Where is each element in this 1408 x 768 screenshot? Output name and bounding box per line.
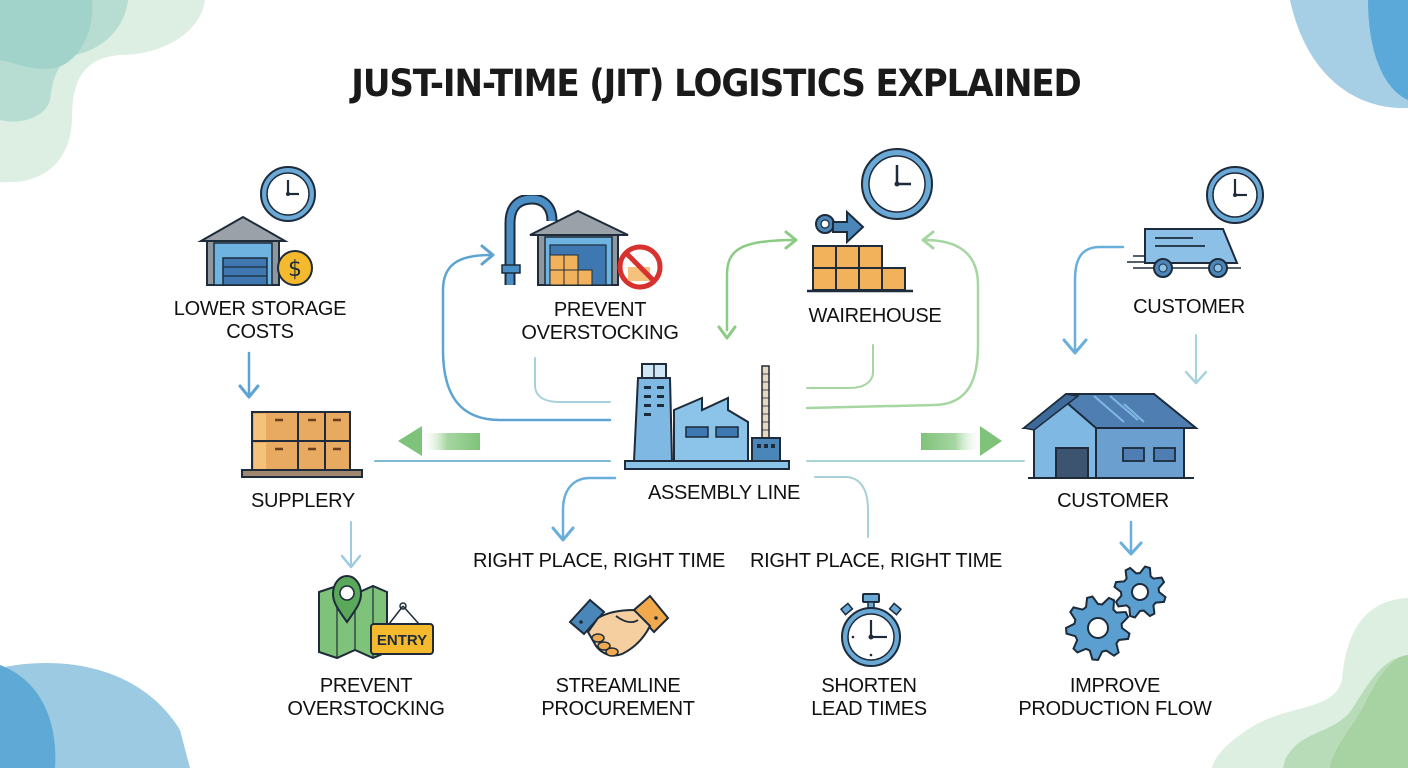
gear-large	[1064, 595, 1131, 662]
handshake-icon	[568, 594, 670, 657]
arrow-warehouse-two-way	[717, 230, 798, 340]
arrow-truck-to-house	[1062, 245, 1125, 355]
arrow-assembly-down-left	[551, 476, 617, 542]
label-prevent-overstocking-top: PREVENT OVERSTOCKING	[521, 299, 679, 344]
label-right-place-right: RIGHT PLACE, RIGHT TIME	[749, 550, 1003, 572]
gear-small	[1113, 565, 1167, 619]
label-assembly-line: ASSEMBLY LINE	[647, 482, 801, 504]
gears-icon	[1064, 565, 1167, 662]
arrow-customer-to-gears	[1119, 520, 1143, 556]
no-entry-icon	[617, 244, 663, 290]
label-customer-truck: CUSTOMER	[1133, 296, 1245, 318]
corner-blob-bottom-left	[0, 663, 190, 768]
label-warehouse: WAIREHOUSE	[808, 305, 942, 327]
entry-sign: ENTRY	[370, 602, 434, 655]
svg-text:$: $	[288, 257, 302, 282]
clock-icon	[1206, 166, 1264, 224]
factory-icon	[624, 363, 790, 470]
dollar-coin-icon: $	[277, 250, 313, 286]
green-arrow-right	[921, 426, 1002, 456]
customer-truck-icon-group	[1127, 166, 1264, 278]
green-arrow-left	[398, 426, 480, 456]
arrow-storage-to-supplier	[238, 351, 260, 399]
label-prevent-overstocking-bottom: PREVENT OVERSTOCKING	[287, 675, 445, 720]
stopwatch-icon	[839, 593, 903, 667]
label-customer-house: CUSTOMER	[1057, 490, 1169, 512]
garage-icon	[197, 215, 289, 286]
lower-storage-costs-icon-group: $	[197, 166, 316, 286]
corner-blob-top-right	[1290, 0, 1408, 109]
arrow-supplier-down	[340, 521, 362, 569]
label-lower-storage-costs: LOWER STORAGE COSTS	[173, 298, 347, 343]
label-shorten-lead-times: SHORTEN LEAD TIMES	[811, 675, 927, 720]
arrow-assembly-to-warehouse	[805, 230, 980, 410]
line-warehouse-to-assembly	[806, 344, 874, 389]
delivery-truck-icon	[1127, 228, 1241, 278]
map-pin-icon: ENTRY	[318, 574, 434, 660]
pallet-boxes-icon	[241, 411, 363, 478]
house-icon	[1021, 393, 1199, 479]
warehouse-icon-group	[807, 148, 933, 293]
warehouse-icon	[529, 209, 629, 286]
svg-text:ENTRY: ENTRY	[377, 632, 427, 649]
arrow-key-icon	[815, 209, 865, 245]
label-right-place-left: RIGHT PLACE, RIGHT TIME	[472, 550, 726, 572]
gear-hole	[1131, 583, 1149, 601]
label-improve-production-flow: IMPROVE PRODUCTION FLOW	[1018, 675, 1212, 720]
page-title: JUST-IN-TIME (JIT) LOGISTICS EXPLAINED	[351, 62, 1082, 105]
line-overstocking-to-assembly	[534, 357, 611, 403]
gear-hole	[1087, 617, 1109, 639]
label-supplery: SUPPLERY	[251, 490, 355, 512]
corner-blob-bottom-right	[1212, 598, 1408, 768]
arrow-assembly-to-overstocking	[441, 244, 612, 422]
corner-blob-top-left	[0, 0, 205, 183]
label-streamline-procurement: STREAMLINE PROCUREMENT	[541, 675, 695, 720]
boxes-icon	[807, 245, 913, 293]
arrow-customer-label-down	[1184, 334, 1208, 385]
clock-icon	[861, 148, 933, 220]
pipe-icon	[501, 195, 558, 285]
clock-icon	[260, 166, 316, 222]
prevent-overstocking-top-icon-group	[501, 195, 663, 290]
line-assembly-down-right	[814, 476, 869, 538]
